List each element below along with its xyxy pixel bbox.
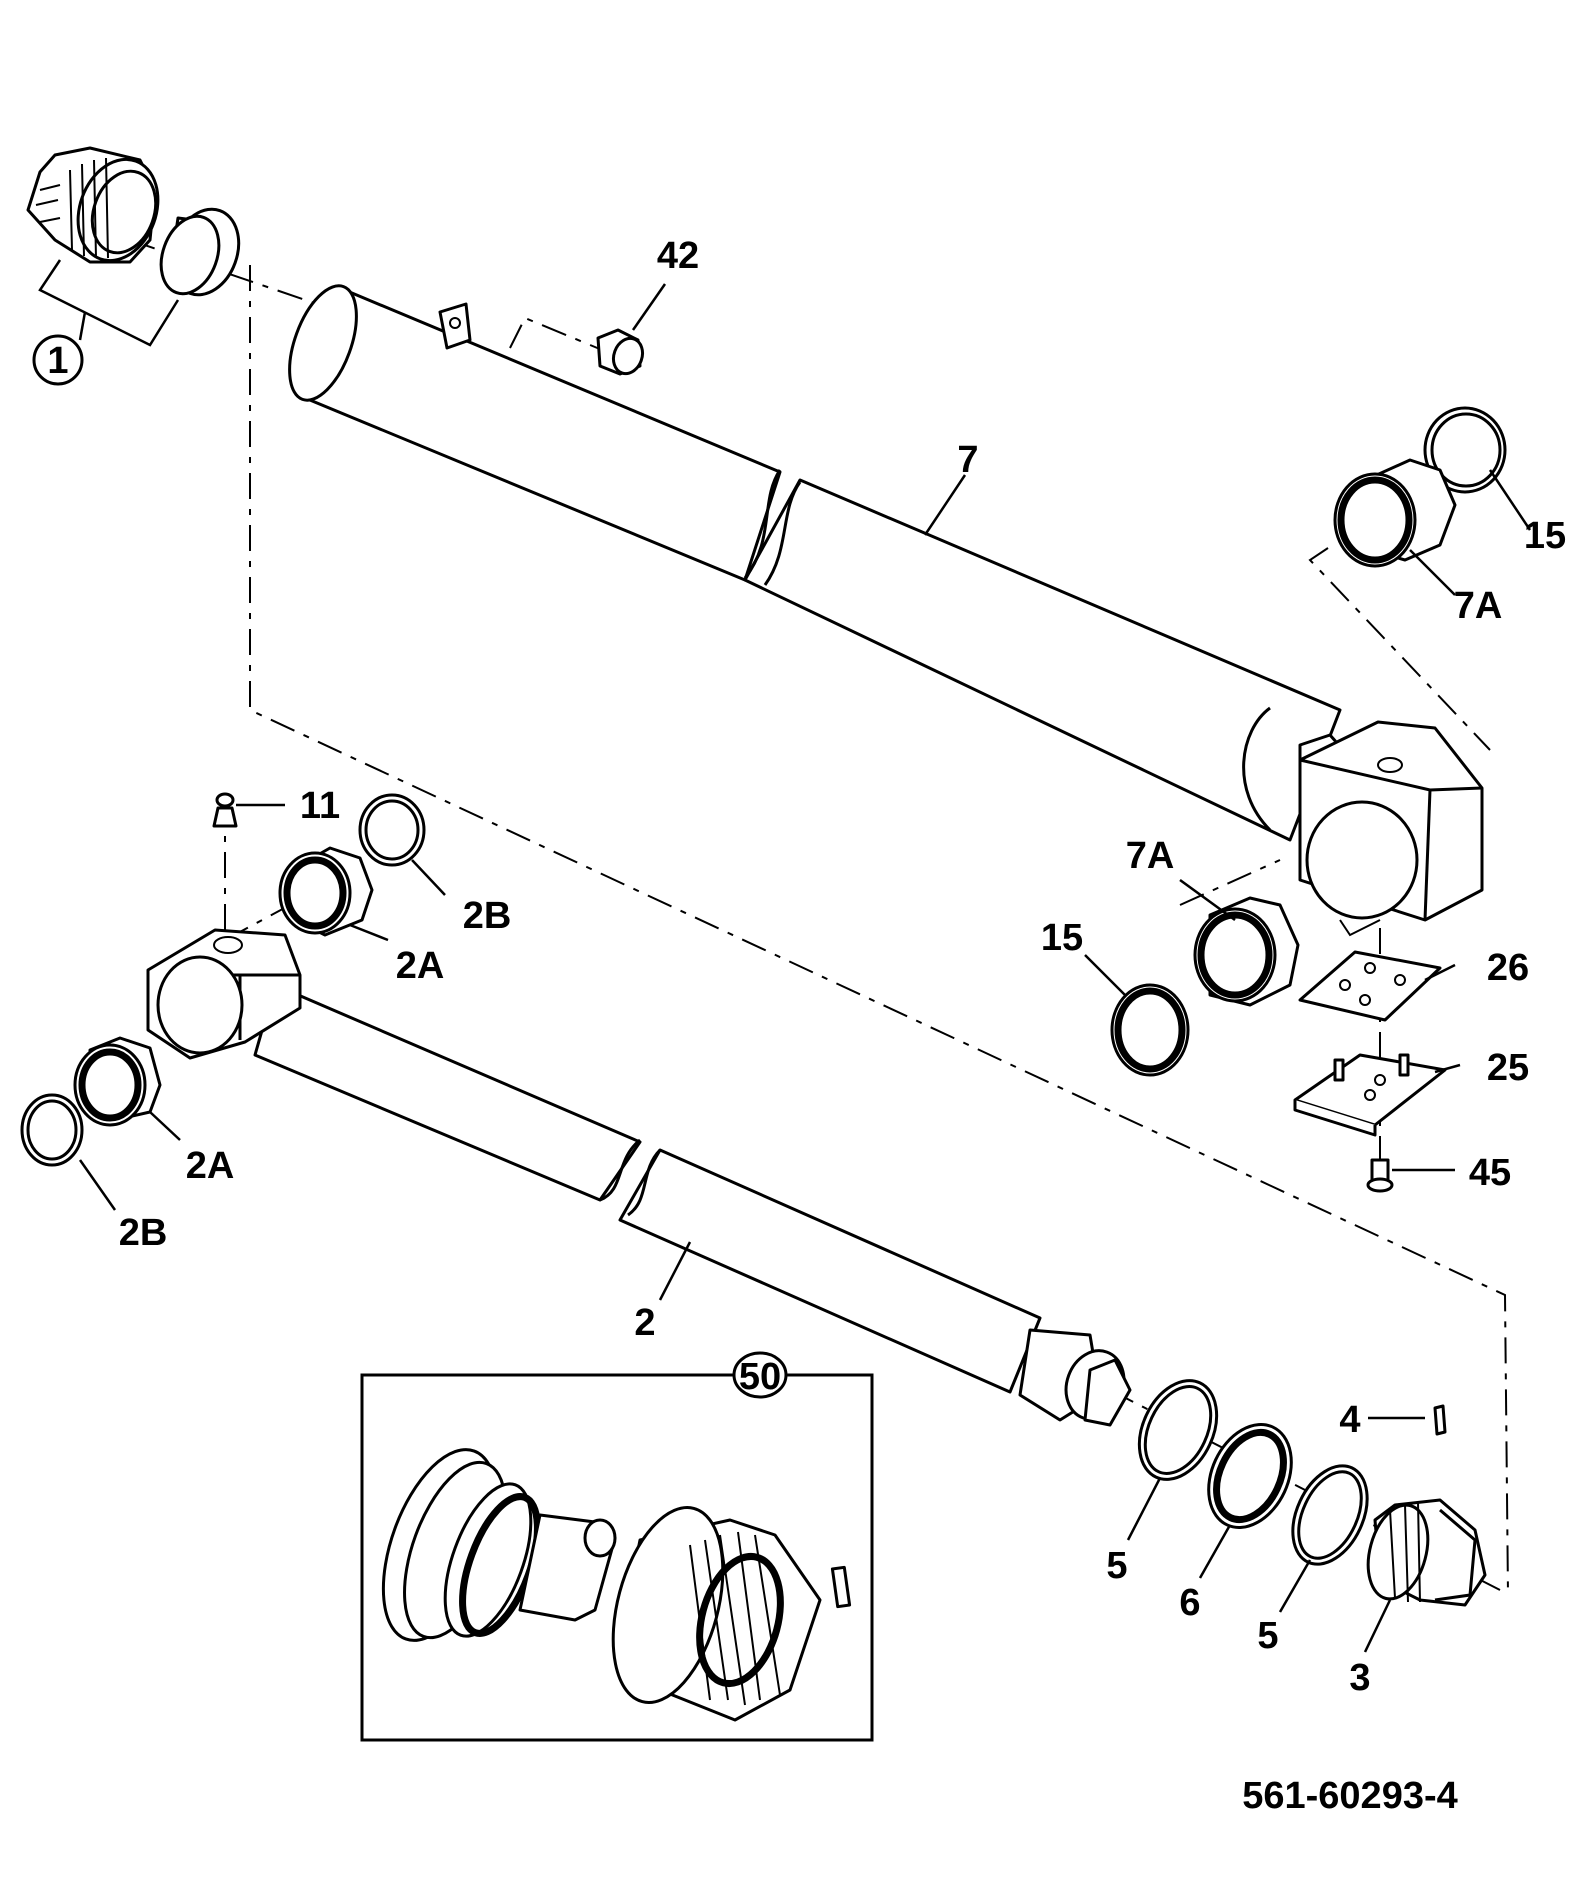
seal-ring-15-top xyxy=(1423,406,1507,494)
callout-26-leader xyxy=(1424,963,1456,982)
callout-7: 7 xyxy=(957,439,978,481)
plate-26-part xyxy=(1298,950,1442,1022)
callout-2a-top-leader xyxy=(349,923,389,942)
piston-3-part xyxy=(1366,1498,1487,1607)
callout-7a-middle-leader xyxy=(1179,878,1236,922)
callout-5-left-leader xyxy=(1126,1477,1162,1541)
bushing-2a-top xyxy=(278,846,374,937)
callout-25-leader xyxy=(1434,1063,1461,1074)
rod-threaded-end xyxy=(1018,1328,1132,1427)
callout-2a-bottom-leader xyxy=(149,1111,181,1141)
callout-7a-top: 7A xyxy=(1454,585,1503,627)
callout-15-middle: 15 xyxy=(1041,917,1083,959)
callout-1: 1 xyxy=(47,340,68,382)
ring-5-right xyxy=(1291,1464,1369,1566)
grease-fitting-part xyxy=(212,792,238,828)
bushing-7a-top xyxy=(1333,458,1457,568)
callout-2a-top: 2A xyxy=(396,945,445,987)
seal-ring-2b-top xyxy=(358,793,426,867)
callout-50: 50 xyxy=(739,1356,781,1398)
callout-2b-top-leader xyxy=(411,859,446,896)
callout-45: 45 xyxy=(1469,1152,1511,1194)
seal-ring-2b-bottom xyxy=(20,1093,84,1167)
seal-6-part xyxy=(1207,1422,1293,1530)
head-gland-part xyxy=(26,146,160,264)
barrel-tag-plate xyxy=(438,302,472,350)
drawing-number: 561-60293-4 xyxy=(1242,1775,1458,1817)
callout-5-right: 5 xyxy=(1257,1615,1278,1657)
callout-7a-top-leader xyxy=(1409,549,1456,596)
callout-4: 4 xyxy=(1339,1399,1360,1441)
callout-7-leader xyxy=(923,474,967,536)
callout-1-leader xyxy=(78,311,87,341)
callout-42-leader xyxy=(631,283,667,331)
callout-6: 6 xyxy=(1179,1582,1200,1624)
callout-2b-bottom-leader xyxy=(78,1159,117,1211)
seal-ring-15-middle xyxy=(1110,983,1190,1077)
plug-part xyxy=(596,328,645,376)
head-gland-bushing-part xyxy=(159,207,241,297)
callout-1-bubble xyxy=(32,334,84,386)
callout-1-bracket xyxy=(38,259,180,347)
pin-4-part xyxy=(1433,1404,1447,1436)
callout-26: 26 xyxy=(1487,947,1529,989)
plate-25-part xyxy=(1293,1053,1447,1137)
seal-kit-box xyxy=(360,1373,874,1742)
callout-2a-bottom: 2A xyxy=(186,1145,235,1187)
bushing-7a-middle xyxy=(1193,896,1300,1007)
callout-50-bubble xyxy=(732,1351,788,1399)
bolt-45-part xyxy=(1366,1158,1394,1193)
callout-3-leader xyxy=(1363,1599,1392,1653)
callout-42: 42 xyxy=(657,235,699,277)
callout-2b-bottom: 2B xyxy=(119,1212,168,1254)
callout-15-top: 15 xyxy=(1524,515,1566,557)
rod-eye-end-part xyxy=(146,928,302,1060)
callout-7a-middle: 7A xyxy=(1126,835,1175,877)
callout-15-middle-leader xyxy=(1084,954,1126,996)
callout-5-left: 5 xyxy=(1106,1545,1127,1587)
callout-2b-top: 2B xyxy=(463,895,512,937)
ring-5-left xyxy=(1137,1379,1219,1481)
callout-15-top-leader xyxy=(1488,469,1532,531)
callout-2-leader xyxy=(658,1241,692,1301)
cylinder-barrel-part xyxy=(288,284,1354,842)
callout-2: 2 xyxy=(634,1302,655,1344)
barrel-end-block-part xyxy=(1298,720,1484,937)
callout-6-leader xyxy=(1198,1524,1232,1579)
assembly-center-lines xyxy=(129,239,1509,1596)
callout-5-right-leader xyxy=(1278,1559,1312,1613)
callout-11: 11 xyxy=(300,785,340,827)
callout-25: 25 xyxy=(1487,1047,1529,1089)
callout-3: 3 xyxy=(1349,1657,1370,1699)
bushing-2a-bottom xyxy=(73,1036,162,1127)
